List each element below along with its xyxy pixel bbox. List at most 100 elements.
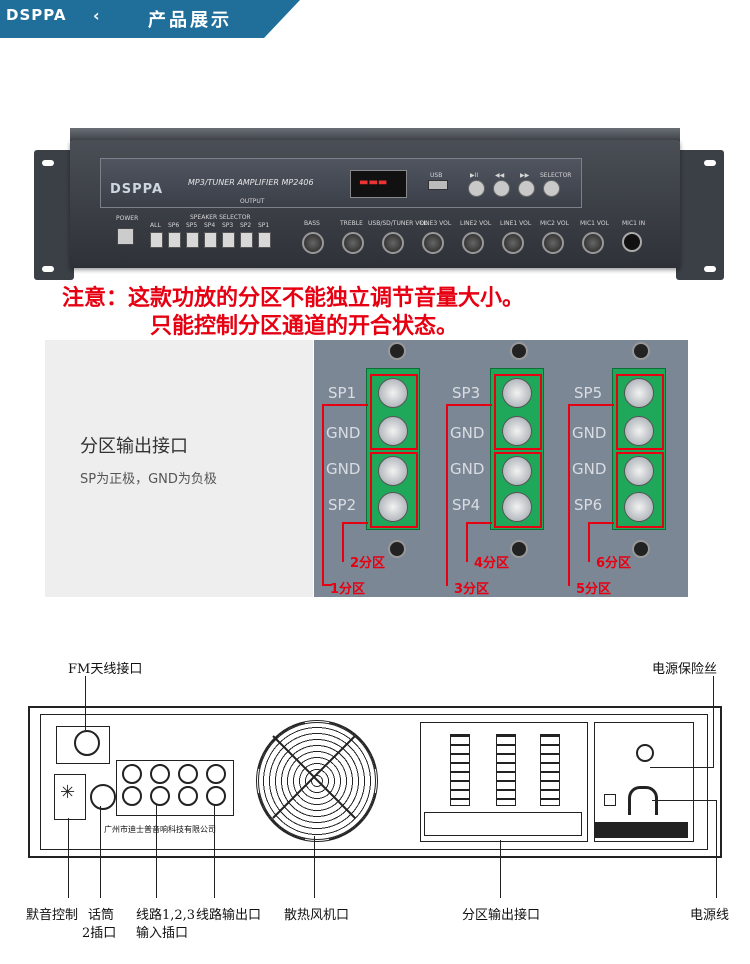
zone-line (322, 584, 332, 586)
terminal-label: SP3 (452, 384, 481, 402)
selector-button[interactable] (543, 180, 560, 197)
line-in-2b-jack[interactable] (150, 786, 170, 806)
zone-highlight (494, 374, 542, 450)
fm-antenna-jack[interactable] (74, 730, 100, 756)
transport-label-prev: ◀◀ (495, 172, 505, 179)
line-in-2-jack[interactable] (150, 764, 170, 784)
selector-button-sp1[interactable] (258, 232, 271, 248)
warning-label (424, 812, 582, 836)
zone-highlight (616, 452, 664, 528)
selector-button-all[interactable] (150, 232, 163, 248)
rack-ear-right (676, 150, 724, 280)
mic2-vol-knob[interactable] (542, 232, 564, 254)
selector-label-sp5: SP5 (186, 222, 198, 229)
fuse-holder[interactable] (636, 744, 654, 762)
line-in-1-jack[interactable] (122, 764, 142, 784)
mic2-jack[interactable] (90, 784, 116, 810)
selector-label-sp1: SP1 (258, 222, 270, 229)
terminal-label: SP2 (328, 496, 357, 514)
bass-knob[interactable] (302, 232, 324, 254)
terminal-label: GND (326, 424, 361, 442)
rack-hole (42, 160, 54, 166)
treble-knob[interactable] (342, 232, 364, 254)
brand-logo: DSPPA (6, 6, 67, 24)
terminal-section-subtitle: SP为正极，GND为负极 (80, 472, 217, 487)
play-pause-button[interactable] (468, 180, 485, 197)
panel-screw (632, 342, 650, 360)
zone-line (466, 522, 492, 524)
terminal-screw[interactable] (502, 492, 532, 522)
leader-line (716, 800, 717, 898)
terminal-screw[interactable] (378, 456, 408, 486)
power-switch[interactable] (604, 794, 616, 806)
notice-line-2: 只能控制分区通道的开合状态。 (150, 314, 459, 339)
selector-buttons: ALL SP6 SP5 SP4 SP3 SP2 SP1 (150, 222, 280, 262)
leader-line (85, 676, 86, 730)
usb-port[interactable] (428, 180, 448, 190)
selector-button-sp3[interactable] (222, 232, 235, 248)
line-in-3b-jack[interactable] (178, 786, 198, 806)
amplifier-display-panel (100, 158, 582, 208)
line-out-jack[interactable] (206, 764, 226, 784)
zone-line (342, 522, 344, 562)
terminal-screw[interactable] (378, 378, 408, 408)
zone-line (446, 404, 448, 586)
usb-label: USB (430, 172, 443, 179)
terminal-screw[interactable] (624, 378, 654, 408)
line-out-b-jack[interactable] (206, 786, 226, 806)
power-button[interactable] (117, 228, 134, 245)
zone-terminal-strip (496, 734, 516, 806)
selector-button-sp6[interactable] (168, 232, 181, 248)
fm-antenna-label: FM天线接口 (68, 662, 143, 677)
knob-label-usb: USB/SD/TUNER VOL (368, 220, 428, 227)
line3-vol-knob[interactable] (422, 232, 444, 254)
zone-line (342, 522, 368, 524)
next-button[interactable] (518, 180, 535, 197)
mic1-input-jack[interactable] (622, 232, 642, 252)
zone-highlight (370, 374, 418, 450)
zone-highlight (616, 374, 664, 450)
zone-label: 6分区 (596, 556, 632, 571)
usb-vol-knob[interactable] (382, 232, 404, 254)
line-in-1b-jack[interactable] (122, 786, 142, 806)
terminal-section-title: 分区输出接口 (80, 436, 188, 457)
company-name: 广州市迪士普音响科技有限公司 (104, 825, 216, 834)
terminal-screw[interactable] (624, 456, 654, 486)
zone-line (568, 404, 570, 586)
zone-line (568, 404, 614, 406)
terminal-screw[interactable] (378, 416, 408, 446)
leader-line (100, 806, 101, 898)
selector-button-sp4[interactable] (204, 232, 217, 248)
selector-button-sp5[interactable] (186, 232, 199, 248)
transport-label-selector: SELECTOR (540, 172, 572, 179)
line-out-label: 线路输出口 (196, 908, 262, 923)
terminal-screw[interactable] (502, 416, 532, 446)
mute-control-icon[interactable]: ✳ (60, 782, 76, 803)
knob-label-mic2: MIC2 VOL (540, 220, 569, 227)
leader-line (68, 818, 69, 898)
mic1-vol-knob[interactable] (582, 232, 604, 254)
line-in-3-jack[interactable] (178, 764, 198, 784)
fuse-label: 电源保险丝 (652, 662, 718, 677)
chevron-left-icon[interactable]: ‹ (93, 6, 100, 25)
terminal-label: GND (572, 424, 607, 442)
zone-label: 4分区 (474, 556, 510, 571)
terminal-screw[interactable] (378, 492, 408, 522)
prev-button[interactable] (493, 180, 510, 197)
rating-label (594, 822, 688, 838)
output-label: OUTPUT (240, 198, 265, 205)
power-cord-label: 电源线 (690, 908, 730, 923)
rear-inner-frame (40, 714, 708, 850)
line1-vol-knob[interactable] (502, 232, 524, 254)
terminal-label: GND (450, 460, 485, 478)
zone-highlight (370, 452, 418, 528)
speaker-selector-label: SPEAKER SELECTOR (190, 214, 251, 221)
line2-vol-knob[interactable] (462, 232, 484, 254)
knob-label-line1: LINE1 VOL (500, 220, 532, 227)
terminal-screw[interactable] (624, 416, 654, 446)
zone-output-block (420, 722, 588, 842)
selector-button-sp2[interactable] (240, 232, 253, 248)
terminal-screw[interactable] (502, 378, 532, 408)
terminal-screw[interactable] (502, 456, 532, 486)
terminal-screw[interactable] (624, 492, 654, 522)
